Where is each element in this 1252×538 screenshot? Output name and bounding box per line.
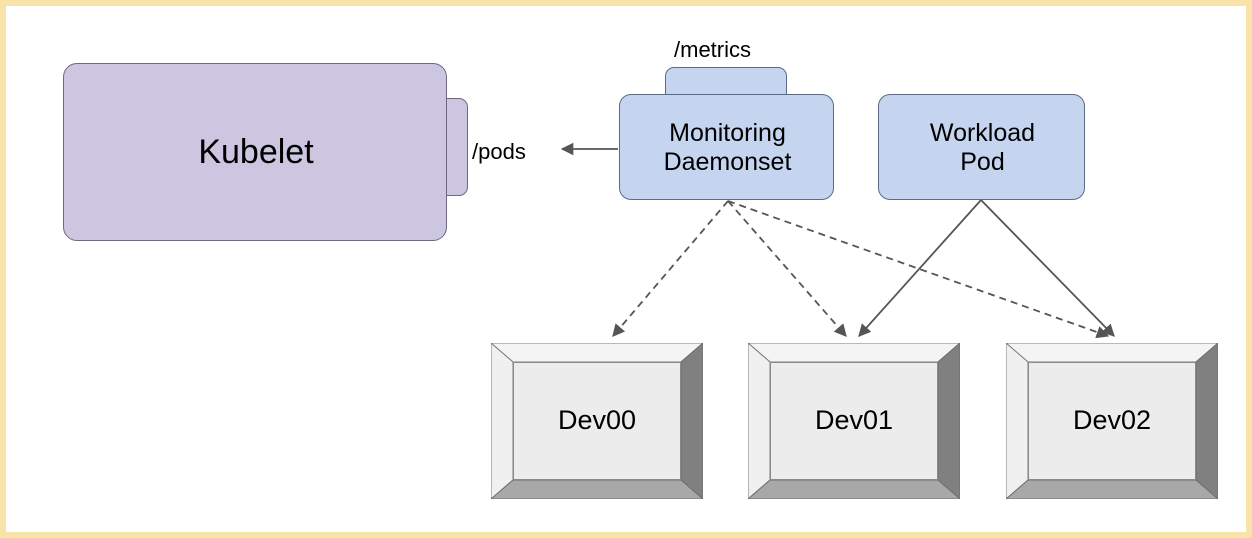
device-face: Dev00 [513,362,681,480]
edge-workload-to-dev01 [858,199,982,337]
node-monitoring-daemonset[interactable]: Monitoring Daemonset [619,94,834,200]
device-face: Dev01 [770,362,938,480]
node-device-dev02-label: Dev02 [1072,405,1152,436]
node-device-dev02[interactable]: Dev02 [1006,343,1218,499]
node-monitoring-daemonset-label: Monitoring Daemonset [663,119,792,176]
edge-label-pods: /pods [472,139,526,164]
device-bevel-frame [748,343,960,499]
device-bevel-frame [1006,343,1218,499]
node-device-dev01[interactable]: Dev01 [748,343,960,499]
device-bevel-frame [491,343,703,499]
node-device-dev00[interactable]: Dev00 [491,343,703,499]
node-workload-pod[interactable]: Workload Pod [878,94,1085,200]
node-kubelet-label: Kubelet [198,133,314,172]
node-device-dev01-label: Dev01 [814,405,894,436]
node-kubelet[interactable]: Kubelet [63,63,447,241]
edge-monitoring-to-dev01 [727,200,847,337]
edge-monitoring-to-dev02 [727,200,1110,339]
node-device-dev00-label: Dev00 [557,405,637,436]
device-face: Dev02 [1028,362,1196,480]
edge-monitoring-to-dev00 [612,200,729,337]
node-workload-pod-label: Workload Pod [929,119,1036,176]
connector-layer [560,142,1115,339]
edge-label-metrics: /metrics [674,37,751,62]
edge-workload-to-dev02 [980,199,1115,337]
